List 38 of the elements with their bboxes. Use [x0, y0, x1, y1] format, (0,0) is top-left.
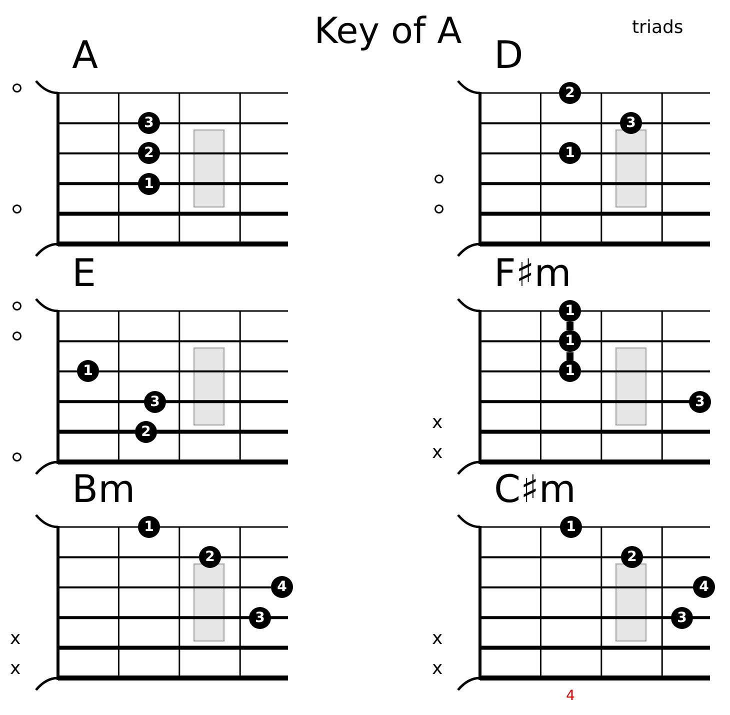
barre-line — [566, 352, 574, 360]
title: Key of A — [313, 10, 463, 54]
finger-dot: 3 — [689, 390, 711, 413]
finger-dot: 3 — [138, 112, 160, 134]
muted-string-mark: x — [432, 443, 443, 463]
chord-name: D — [494, 33, 524, 77]
chord-name: A — [72, 33, 98, 77]
finger-dot: 2 — [621, 546, 643, 568]
subtitle: triads — [632, 17, 684, 39]
finger-dot: 2 — [135, 420, 157, 443]
muted-string-mark: x — [432, 412, 443, 433]
finger-dot: 3 — [144, 390, 166, 413]
chord-name: F♯m — [494, 251, 572, 295]
finger-dot: 3 — [671, 606, 693, 629]
chord-name: E — [72, 251, 96, 295]
muted-string-mark: x — [10, 659, 21, 679]
finger-dot: 2 — [199, 546, 221, 568]
barre-line — [566, 322, 574, 330]
finger-dot: 1 — [138, 172, 160, 195]
finger-dot: 1 — [559, 330, 581, 352]
finger-dot: 2 — [138, 142, 160, 164]
fret-number: 4 — [566, 688, 575, 705]
finger-dot: 3 — [249, 606, 271, 629]
muted-string-mark: x — [432, 628, 443, 649]
muted-string-mark: x — [10, 628, 21, 649]
finger-dot: 1 — [559, 142, 581, 164]
finger-dot: 1 — [560, 516, 582, 538]
chord-name: C♯m — [494, 467, 576, 511]
finger-dot: 1 — [559, 300, 581, 322]
finger-dot: 3 — [620, 112, 642, 134]
chord-name: Bm — [72, 467, 136, 511]
finger-dot: 4 — [271, 576, 293, 598]
finger-dot: 4 — [693, 576, 715, 598]
muted-string-mark: x — [432, 659, 443, 679]
finger-dot: 1 — [138, 516, 160, 538]
finger-dot: 1 — [77, 360, 99, 382]
finger-dot: 2 — [559, 82, 581, 104]
finger-dot: 1 — [559, 360, 581, 382]
